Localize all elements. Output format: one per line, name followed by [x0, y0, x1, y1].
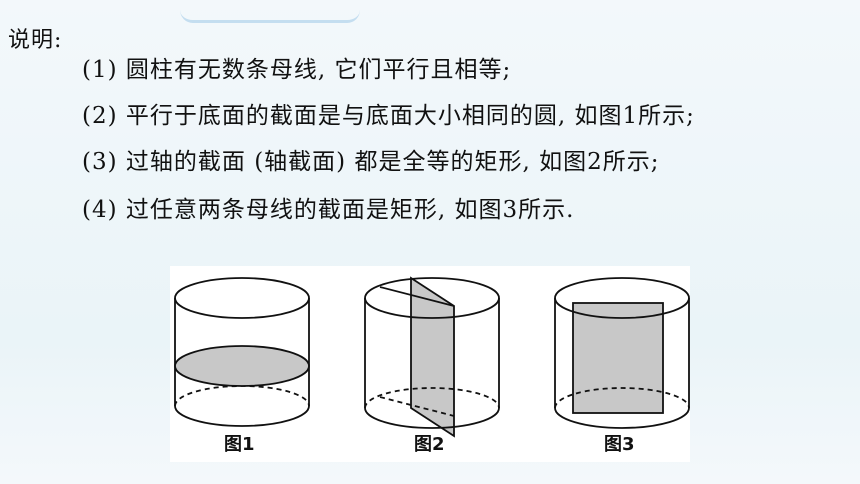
figure-2-cylinder [364, 276, 500, 438]
figure-panel: 图1 图2 图3 [170, 266, 690, 462]
note-item-4: (4) 过任意两条母线的截面是矩形, 如图3所示. [82, 197, 575, 223]
figure-3-cylinder [554, 277, 690, 429]
figure-3-caption: 图3 [604, 434, 635, 455]
axial-section [410, 276, 455, 438]
rectangular-section [572, 302, 664, 414]
figure-2-caption: 图2 [414, 434, 445, 455]
figure-1-caption: 图1 [224, 434, 255, 455]
cylinder-figures: 图1 图2 图3 [174, 276, 690, 455]
figure-1-cylinder [174, 277, 310, 427]
note-item-3: (3) 过轴的截面 (轴截面) 都是全等的矩形, 如图2所示; [82, 149, 660, 175]
horizontal-section [174, 345, 310, 387]
note-label: 说明: [8, 28, 63, 53]
note-item-1: (1) 圆柱有无数条母线, 它们平行且相等; [82, 57, 512, 83]
note-item-2: (2) 平行于底面的截面是与底面大小相同的圆, 如图1所示; [82, 103, 695, 129]
decorative-arc [180, 10, 360, 23]
